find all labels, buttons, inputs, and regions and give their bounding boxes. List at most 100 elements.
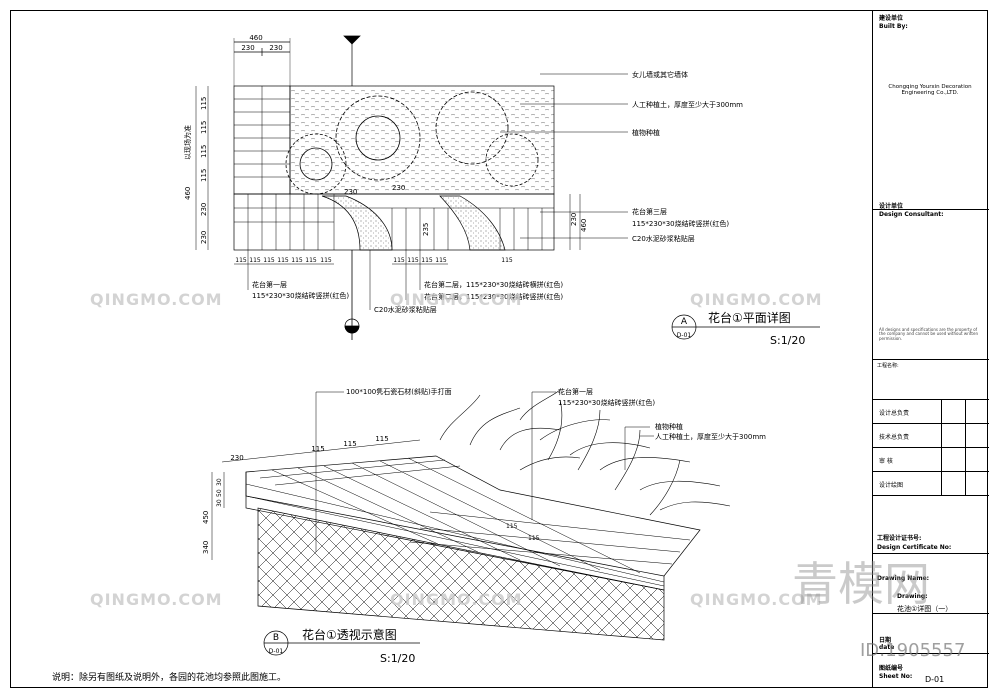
tb-cert-cell: 工程设计证书号: Design Certificate No: bbox=[873, 535, 989, 554]
plan-dim-top-a: 230 bbox=[241, 44, 254, 52]
tb-row-4: 设计绘图 bbox=[873, 472, 989, 496]
tb-project-cell: 工程名称: bbox=[873, 360, 989, 400]
plan-dim-left-2: 115 bbox=[200, 121, 208, 134]
plan-dim-inner-3: 235 bbox=[422, 223, 430, 236]
plan-mortar-curve-1 bbox=[321, 195, 393, 251]
tb-builder-cell: 建设单位 Built By: Chongqing Yourxin Decorat… bbox=[873, 10, 989, 210]
tb-date-cell: 日期 date bbox=[873, 614, 989, 654]
tb-built-by-cn: 建设单位 bbox=[879, 15, 904, 22]
tb-row-2: 技术总负责 bbox=[873, 424, 989, 448]
tb-company: Chongqing Yourxin Decoration Engineering… bbox=[888, 84, 972, 97]
persp-dim-left-c: 30 bbox=[216, 499, 223, 507]
persp-dim-left-total: 450 bbox=[202, 511, 210, 524]
persp-callout-soil: 人工种植土，厚度至少大于300mm bbox=[655, 432, 766, 441]
persp-scale: S:1/20 bbox=[380, 652, 415, 665]
plan-callout-mortar-bottom: C20水泥砂浆粘贴层 bbox=[374, 305, 437, 314]
plan-callout-layer1-spec: 115*230*30烧结砖竖拼(红色) bbox=[252, 291, 349, 300]
plan-dim-top-b: 230 bbox=[269, 44, 282, 52]
tb-fine-print: All designs and specifications are the p… bbox=[879, 327, 978, 341]
tb-date-cn: 日期 bbox=[879, 637, 892, 644]
plan-dim-bottom-7: 115 bbox=[320, 257, 332, 264]
plan-dim-inner-2: 230 bbox=[344, 188, 357, 196]
plan-soil-area bbox=[289, 85, 555, 195]
tb-built-by-en: Built By: bbox=[879, 23, 908, 30]
plan-tag-letter: A bbox=[681, 317, 688, 327]
persp-callout-layer1: 花台第一层 bbox=[558, 387, 593, 396]
watermark: QINGMO.COM bbox=[90, 590, 223, 609]
tb-designer-cn: 设计单位 bbox=[879, 203, 904, 210]
tb-sheet-cell: 图纸编号 Sheet No: D-01 bbox=[873, 654, 989, 688]
plan-dim-bottom-5: 115 bbox=[291, 257, 303, 264]
plan-dim-left-field: 以现场为准 bbox=[183, 125, 192, 160]
watermark: QINGMO.COM bbox=[90, 290, 223, 309]
plan-dim-bottom-6: 115 bbox=[305, 257, 317, 264]
tb-cert-en: Design Certificate No: bbox=[877, 544, 952, 551]
drawing-note: 说明：除另有图纸及说明外，各园的花池均参照此图施工。 bbox=[52, 673, 287, 683]
plan-tree-3 bbox=[435, 91, 539, 187]
persp-dim-top-3: 115 bbox=[343, 440, 356, 448]
plan-dim-left-label: 460 bbox=[184, 187, 192, 200]
persp-dim-inner-2: 115 bbox=[528, 535, 540, 542]
plan-callout-soil: 人工种植土，厚度至少大于300mm bbox=[632, 100, 743, 109]
persp-dim-left-a: 30 bbox=[216, 478, 223, 486]
tb-designer-en: Design Consultant: bbox=[879, 211, 944, 218]
plan-dim-bottom-b1: 115 bbox=[393, 257, 405, 264]
plan-dim-top-total: 460 bbox=[249, 34, 262, 42]
plan-dim-left-3: 115 bbox=[200, 145, 208, 158]
plan-callout-plant: 植物种植 bbox=[632, 128, 660, 137]
persp-dim-top-4: 115 bbox=[375, 435, 388, 443]
tb-cert-cn: 工程设计证书号: bbox=[877, 535, 922, 542]
persp-tag-letter: B bbox=[273, 633, 279, 643]
plan-dim-bottom-b5: 115 bbox=[501, 257, 513, 264]
plan-dim-bottom-b2: 115 bbox=[407, 257, 419, 264]
tb-row-divider bbox=[965, 400, 966, 496]
title-block: 建设单位 Built By: Chongqing Yourxin Decorat… bbox=[872, 10, 989, 688]
persp-title: 花台①透视示意图 bbox=[302, 627, 397, 642]
tb-designer-cell: Design Consultant: All designs and speci… bbox=[873, 210, 989, 360]
plan-dim-bottom-b3: 115 bbox=[421, 257, 433, 264]
plan-callout-mortar-right: C20水泥砂浆粘贴层 bbox=[632, 234, 695, 243]
plan-tag-sheet: D-01 bbox=[677, 332, 692, 339]
tb-drawing-name: Drawing Name: bbox=[877, 575, 930, 582]
plan-dim-left-5: 230 bbox=[200, 203, 208, 216]
plan-dim-left-6: 230 bbox=[200, 231, 208, 244]
plan-dim-right-1: 230 bbox=[570, 213, 578, 226]
plan-mortar-curve-2 bbox=[439, 195, 506, 251]
id-tag: ID:1905557 bbox=[860, 640, 966, 661]
watermark: QINGMO.COM bbox=[690, 590, 823, 609]
plan-dim-right-2: 460 bbox=[580, 219, 588, 232]
plan-title: 花台①平面详图 bbox=[708, 310, 791, 325]
persp-callout-layer1-spec: 115*230*30烧结砖竖拼(红色) bbox=[558, 398, 655, 407]
plan-tree-1 bbox=[285, 133, 347, 195]
tb-sheet-en: Sheet No: bbox=[879, 673, 913, 680]
perspective-plants bbox=[439, 389, 731, 516]
plan-scale: S:1/20 bbox=[770, 334, 805, 347]
tb-row-1: 设计总负责 bbox=[873, 400, 989, 424]
plan-dim-bottom-3: 115 bbox=[263, 257, 275, 264]
tb-project-name: 工程名称: bbox=[877, 363, 899, 369]
plan-dim-bottom-b4: 115 bbox=[435, 257, 447, 264]
tb-date-en: date bbox=[879, 644, 895, 651]
watermark: QINGMO.COM bbox=[390, 590, 523, 609]
brand-watermark: 青模网 bbox=[792, 557, 930, 611]
plan-callout-layer3-spec: 115*230*30烧结砖竖拼(红色) bbox=[632, 219, 729, 228]
persp-tag-sheet: D-01 bbox=[269, 648, 284, 655]
tb-row-divider bbox=[941, 400, 942, 496]
plan-dim-bottom-4: 115 bbox=[277, 257, 289, 264]
plan-callout-layer3: 花台第三层 bbox=[632, 207, 667, 216]
persp-dim-top-2: 115 bbox=[311, 445, 324, 453]
plan-callout-layer2b: 花台第二层，115*230*30烧结砖竖拼(红色) bbox=[424, 292, 563, 301]
persp-dim-top-1: 230 bbox=[230, 454, 243, 462]
tb-row-label: 技术总负责 bbox=[879, 434, 910, 441]
plan-dim-bottom-1: 115 bbox=[235, 257, 247, 264]
plan-callout-layer2: 花台第二层，115*230*30烧结砖横拼(红色) bbox=[424, 280, 563, 289]
plan-tree-2 bbox=[335, 95, 421, 181]
persp-dim-left-base: 340 bbox=[202, 541, 210, 554]
tb-row-3: 审 核 bbox=[873, 448, 989, 472]
tb-row-label: 审 核 bbox=[879, 458, 893, 465]
plan-view bbox=[195, 35, 820, 340]
plan-callout-wall: 女儿墙或其它墙体 bbox=[632, 70, 688, 79]
watermark: QINGMO.COM bbox=[690, 290, 823, 309]
plan-dim-left-1: 115 bbox=[200, 97, 208, 110]
